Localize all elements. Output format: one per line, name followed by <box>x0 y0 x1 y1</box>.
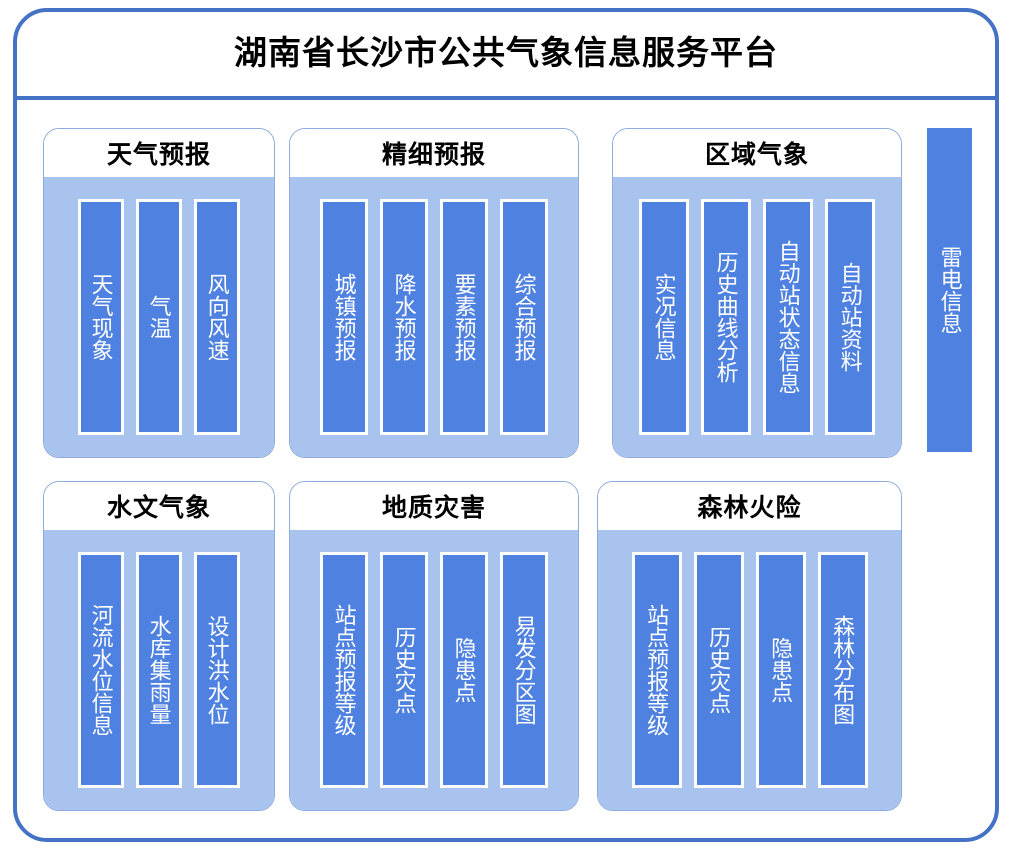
item-label: 气温 <box>146 295 172 339</box>
item-bar[interactable]: 天气现象 <box>78 199 124 435</box>
panel-title: 森林火险 <box>697 494 802 522</box>
panel-weather-forecast[interactable]: 天气预报 天气现象 气温 风向风速 <box>43 128 275 458</box>
item-label: 自动站状态信息 <box>775 240 801 394</box>
item-label: 隐患点 <box>451 637 477 703</box>
item-label: 站点预报等级 <box>644 604 670 736</box>
item-bar[interactable]: 综合预报 <box>500 199 548 435</box>
item-label: 森林分布图 <box>830 615 856 725</box>
item-bar[interactable]: 隐患点 <box>755 552 806 788</box>
item-label: 城镇预报 <box>331 273 357 361</box>
panel-body: 站点预报等级 历史灾点 隐患点 森林分布图 <box>598 530 901 810</box>
item-label: 综合预报 <box>511 273 537 361</box>
item-bar[interactable]: 设计洪水位 <box>194 552 240 788</box>
panel-body: 城镇预报 降水预报 要素预报 综合预报 <box>290 177 578 457</box>
item-bar[interactable]: 易发分区图 <box>500 552 548 788</box>
item-bar[interactable]: 站点预报等级 <box>320 552 368 788</box>
module-lightning-info[interactable]: 雷电信息 <box>927 128 972 452</box>
panel-header: 精细预报 <box>290 129 578 177</box>
item-bar[interactable]: 实况信息 <box>639 199 689 435</box>
module-label: 雷电信息 <box>937 246 963 334</box>
item-bar[interactable]: 城镇预报 <box>320 199 368 435</box>
panel-body: 实况信息 历史曲线分析 自动站状态信息 自动站资料 <box>613 177 901 457</box>
page-title: 湖南省长沙市公共气象信息服务平台 <box>234 33 778 71</box>
item-bar[interactable]: 水库集雨量 <box>136 552 182 788</box>
panel-forest-fire-risk[interactable]: 森林火险 站点预报等级 历史灾点 隐患点 森林分布图 <box>597 481 902 811</box>
item-bar[interactable]: 站点预报等级 <box>631 552 682 788</box>
item-bar[interactable]: 隐患点 <box>440 552 488 788</box>
item-label: 风向风速 <box>204 273 230 361</box>
item-label: 天气现象 <box>88 273 114 361</box>
panel-title: 地质灾害 <box>381 494 486 522</box>
panel-body: 河流水位信息 水库集雨量 设计洪水位 <box>44 530 274 810</box>
item-label: 隐患点 <box>768 637 794 703</box>
item-bar[interactable]: 历史曲线分析 <box>701 199 751 435</box>
item-label: 降水预报 <box>391 273 417 361</box>
item-bar[interactable]: 历史灾点 <box>380 552 428 788</box>
panel-title: 天气预报 <box>106 141 211 169</box>
item-bar[interactable]: 气温 <box>136 199 182 435</box>
item-label: 水库集雨量 <box>146 615 172 725</box>
panel-header: 地质灾害 <box>290 482 578 530</box>
panel-body: 站点预报等级 历史灾点 隐患点 易发分区图 <box>290 530 578 810</box>
item-label: 历史灾点 <box>706 626 732 714</box>
item-label: 历史灾点 <box>391 626 417 714</box>
panel-header: 森林火险 <box>598 482 901 530</box>
item-bar[interactable]: 自动站状态信息 <box>763 199 813 435</box>
platform-title-bar: 湖南省长沙市公共气象信息服务平台 <box>13 8 999 100</box>
item-bar[interactable]: 降水预报 <box>380 199 428 435</box>
outer-frame <box>13 8 999 842</box>
panel-title: 水文气象 <box>106 494 211 522</box>
panel-fine-forecast[interactable]: 精细预报 城镇预报 降水预报 要素预报 综合预报 <box>289 128 579 458</box>
item-bar[interactable]: 要素预报 <box>440 199 488 435</box>
item-bar[interactable]: 河流水位信息 <box>78 552 124 788</box>
item-label: 易发分区图 <box>511 615 537 725</box>
panel-body: 天气现象 气温 风向风速 <box>44 177 274 457</box>
panel-header: 水文气象 <box>44 482 274 530</box>
item-label: 实况信息 <box>651 273 677 361</box>
panel-header: 天气预报 <box>44 129 274 177</box>
item-label: 站点预报等级 <box>331 604 357 736</box>
panel-hydrological-meteorology[interactable]: 水文气象 河流水位信息 水库集雨量 设计洪水位 <box>43 481 275 811</box>
panel-header: 区域气象 <box>613 129 901 177</box>
panel-regional-meteorology[interactable]: 区域气象 实况信息 历史曲线分析 自动站状态信息 自动站资料 <box>612 128 902 458</box>
item-label: 自动站资料 <box>837 262 863 372</box>
item-label: 设计洪水位 <box>204 615 230 725</box>
item-label: 要素预报 <box>451 273 477 361</box>
item-bar[interactable]: 历史灾点 <box>693 552 744 788</box>
panel-geological-disaster[interactable]: 地质灾害 站点预报等级 历史灾点 隐患点 易发分区图 <box>289 481 579 811</box>
panel-title: 精细预报 <box>381 141 486 169</box>
item-bar[interactable]: 风向风速 <box>194 199 240 435</box>
item-bar[interactable]: 自动站资料 <box>825 199 875 435</box>
panel-title: 区域气象 <box>704 141 809 169</box>
item-bar[interactable]: 森林分布图 <box>817 552 868 788</box>
item-label: 历史曲线分析 <box>713 251 739 383</box>
item-label: 河流水位信息 <box>88 604 114 736</box>
